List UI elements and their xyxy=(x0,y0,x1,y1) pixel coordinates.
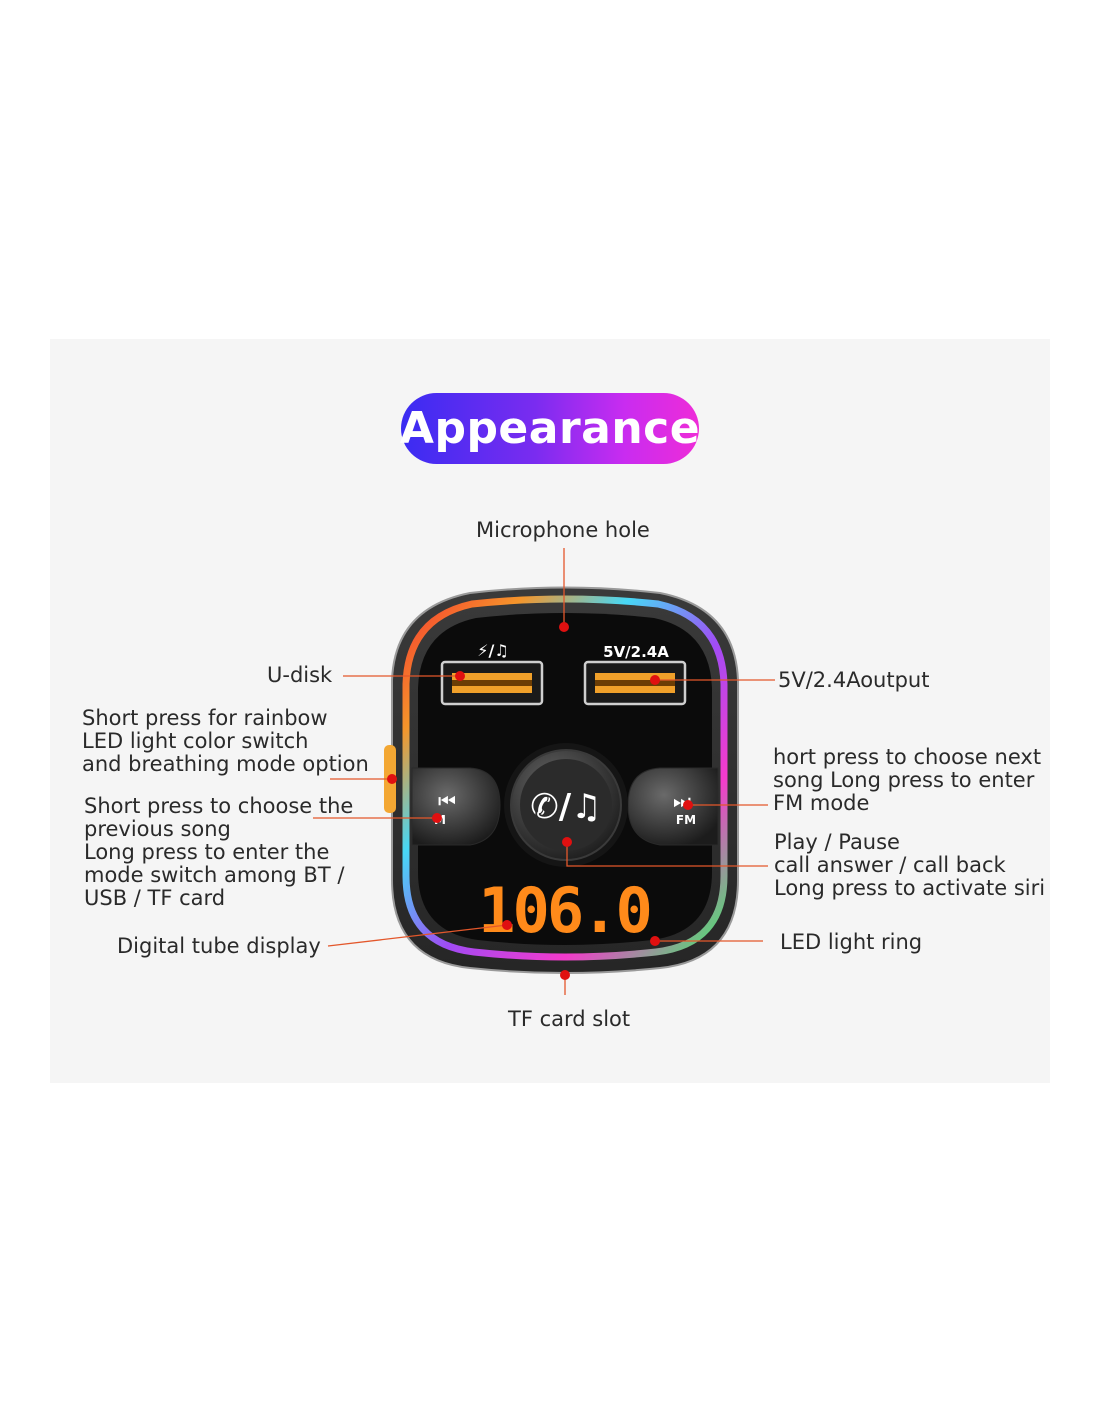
label-next-song: hort press to choose next song Long pres… xyxy=(773,745,1042,815)
previous-button[interactable] xyxy=(411,767,501,846)
usb-output-label: 5V/2.4A xyxy=(603,643,669,661)
label-u-disk: U-disk xyxy=(267,663,333,687)
label-microphone-hole: Microphone hole xyxy=(476,518,650,542)
label-digital-display: Digital tube display xyxy=(117,934,321,958)
title-badge: Appearance xyxy=(399,393,701,464)
label-led-ring: LED light ring xyxy=(780,930,923,954)
next-button[interactable] xyxy=(627,767,719,846)
label-output: 5V/2.4Aoutput xyxy=(778,668,930,692)
led-light-ring xyxy=(402,595,728,961)
digital-tube-display: 106.0 xyxy=(478,874,650,947)
callout-dots xyxy=(387,622,693,980)
page-title: Appearance xyxy=(399,403,701,454)
fm-button-label: FM xyxy=(676,813,696,827)
label-play-pause: Play / Pause call answer / call back Lon… xyxy=(774,830,1046,900)
label-previous-song: Short press to choose the previous song … xyxy=(84,794,354,910)
lightning-music-icon: ⚡/♫ xyxy=(477,641,508,660)
callout-lines xyxy=(313,548,775,995)
phone-music-icon: ✆/♫ xyxy=(530,787,601,827)
previous-track-icon: ⏮ xyxy=(438,789,456,813)
label-tf-card-slot: TF card slot xyxy=(508,1007,631,1031)
label-rainbow-led: Short press for rainbow LED light color … xyxy=(82,706,369,776)
